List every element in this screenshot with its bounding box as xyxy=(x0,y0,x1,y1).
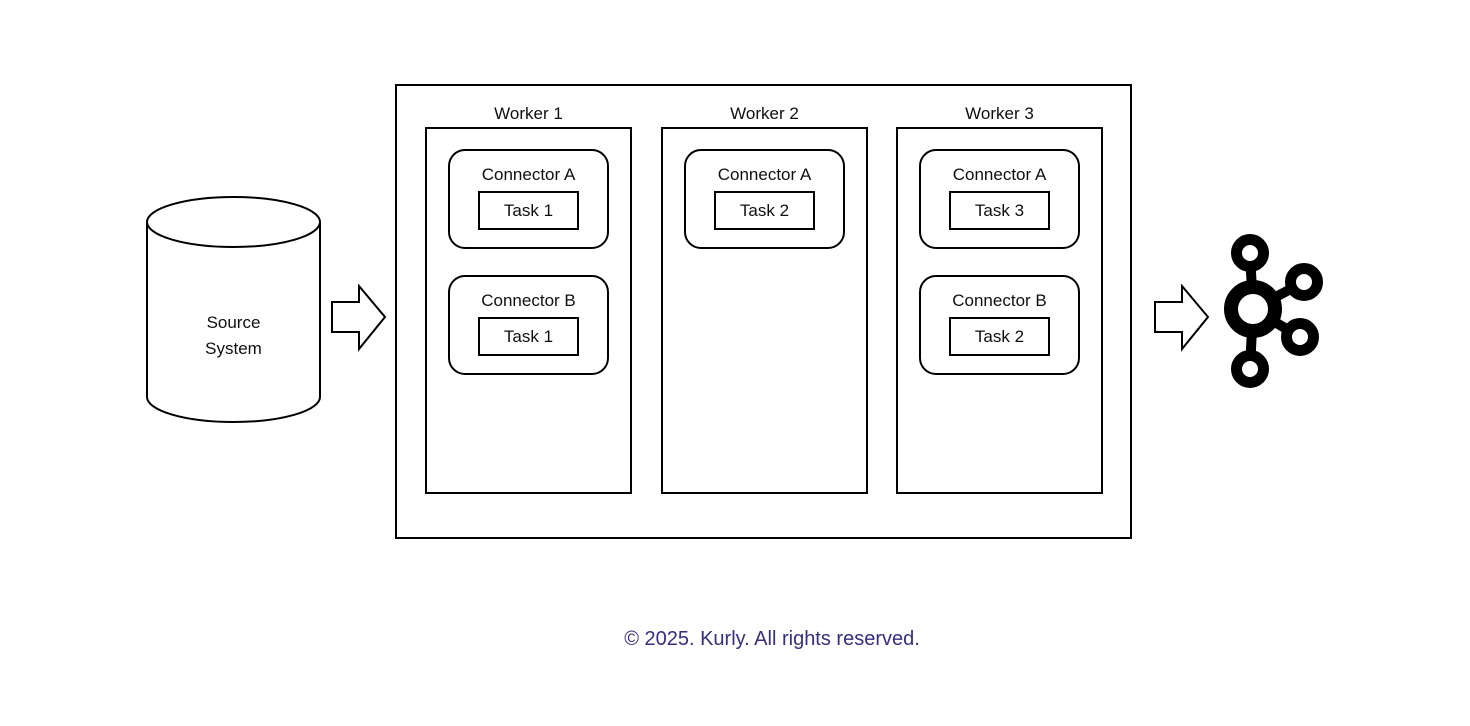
task-box: Task 2 xyxy=(714,191,815,230)
worker-2-box: Connector A Task 2 xyxy=(661,127,868,494)
source-system-line2: System xyxy=(205,339,262,358)
worker-3-label: Worker 3 xyxy=(965,104,1034,123)
worker-3-connector-b: Connector B Task 2 xyxy=(919,275,1080,375)
task-box: Task 2 xyxy=(949,317,1050,356)
connector-label: Connector A xyxy=(481,165,576,184)
worker-1-label: Worker 1 xyxy=(494,104,563,123)
source-system-label: Source System xyxy=(147,310,320,362)
connector-label: Connector B xyxy=(952,291,1047,310)
flow-arrow-right-icon xyxy=(1154,284,1210,352)
worker-2-label: Worker 2 xyxy=(730,104,799,123)
worker-1-box: Connector A Task 1 Connector B Task 1 xyxy=(425,127,632,494)
copyright-text: © 2025. Kurly. All rights reserved. xyxy=(624,628,920,650)
worker-1-connector-b: Connector B Task 1 xyxy=(448,275,609,375)
connector-label: Connector A xyxy=(717,165,812,184)
worker-3-box: Connector A Task 3 Connector B Task 2 xyxy=(896,127,1103,494)
source-system-cylinder xyxy=(146,196,321,423)
worker-1-connector-a: Connector A Task 1 xyxy=(448,149,609,249)
worker-3-connector-a: Connector A Task 3 xyxy=(919,149,1080,249)
connect-cluster-box xyxy=(395,84,1132,539)
flow-arrow-left-icon xyxy=(331,284,387,352)
task-box: Task 3 xyxy=(949,191,1050,230)
connector-label: Connector B xyxy=(481,291,576,310)
kafka-icon xyxy=(1224,234,1323,388)
worker-2-group: Worker 2 Connector A Task 2 xyxy=(661,104,868,494)
worker-2-connector-a: Connector A Task 2 xyxy=(684,149,845,249)
connector-label: Connector A xyxy=(952,165,1047,184)
task-box: Task 1 xyxy=(478,191,579,230)
source-system-line1: Source xyxy=(206,313,261,332)
worker-1-group: Worker 1 Connector A Task 1 Connector B … xyxy=(425,104,632,494)
worker-3-group: Worker 3 Connector A Task 3 Connector B … xyxy=(896,104,1103,494)
task-box: Task 1 xyxy=(478,317,579,356)
